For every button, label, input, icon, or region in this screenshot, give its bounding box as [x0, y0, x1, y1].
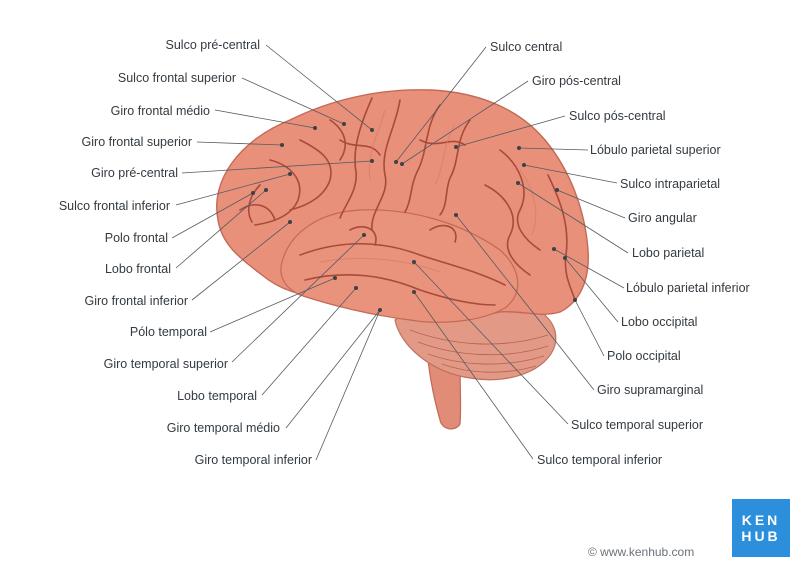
leader-lines [171, 44, 629, 461]
label-polo-occipital: Polo occipital [607, 349, 681, 363]
logo-line-2: HUB [741, 528, 781, 544]
label-giro-supramarginal: Giro supramarginal [597, 383, 704, 397]
gyri-highlights [319, 109, 537, 273]
label-lobo-parietal: Lobo parietal [632, 246, 705, 260]
label-giro-frontal-inferior: Giro frontal inferior [84, 294, 188, 308]
label-sulco-frontal-inferior: Sulco frontal inferior [58, 199, 170, 213]
label-sulco-temporal-inferior: Sulco temporal inferior [537, 453, 663, 467]
label-lobulo-parietal-inferior: Lóbulo parietal inferior [626, 281, 750, 295]
label-sulco-central: Sulco central [490, 40, 563, 54]
kenhub-logo[interactable]: KEN HUB [732, 499, 790, 557]
sulci [239, 97, 576, 306]
label-giro-temporal-superior: Giro temporal superior [103, 357, 228, 371]
logo-line-1: KEN [741, 512, 781, 528]
copyright-notice[interactable]: © www.kenhub.com [588, 545, 695, 559]
label-giro-frontal-superior: Giro frontal superior [81, 135, 192, 149]
temporal-lobe [280, 209, 519, 323]
label-lobo-frontal: Lobo frontal [104, 262, 171, 276]
label-sulco-temporal-superior: Sulco temporal superior [571, 418, 704, 432]
label-sulco-frontal-superior: Sulco frontal superior [117, 71, 236, 85]
label-giro-angular: Giro angular [628, 211, 697, 225]
label-points [251, 122, 577, 312]
label-sulco-pos-central: Sulco pós-central [569, 109, 666, 123]
label-lobo-temporal: Lobo temporal [177, 389, 257, 403]
label-polo-frontal: Polo frontal [104, 231, 168, 245]
label-sulco-intraparietal: Sulco intraparietal [620, 177, 721, 191]
label-lobulo-parietal-superior: Lóbulo parietal superior [590, 143, 721, 157]
label-giro-temporal-medio: Giro temporal médio [166, 421, 280, 435]
label-lobo-occipital: Lobo occipital [621, 315, 698, 329]
label-polo-temporal: Pólo temporal [129, 325, 207, 339]
label-giro-pre-central: Giro pré-central [91, 166, 178, 180]
label-giro-temporal-inferior: Giro temporal inferior [194, 453, 312, 467]
cerebellum-folia [409, 329, 549, 373]
label-giro-frontal-medio: Giro frontal médio [110, 104, 210, 118]
label-sulco-pre-central: Sulco pré-central [165, 38, 261, 52]
label-giro-pos-central: Giro pós-central [532, 74, 621, 88]
